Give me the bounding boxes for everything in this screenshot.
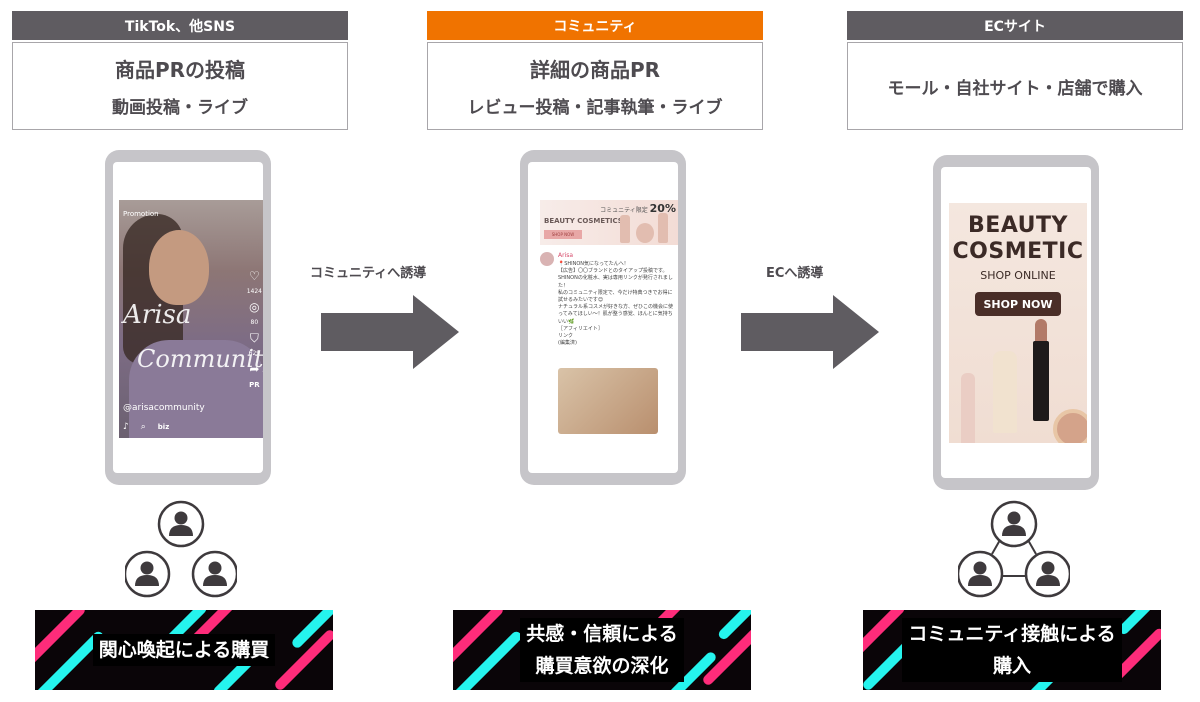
description-subtitle: 動画投稿・ライブ xyxy=(112,98,248,118)
flow-to-community: コミュニティへ誘導 xyxy=(300,255,470,375)
column-community: コミュニティ 詳細の商品PR レビュー投稿・記事執筆・ライブ コミュニティ限定 … xyxy=(427,0,1072,702)
tiktok-video: Promotion Arisa Community ♡ 1424 ◎ 80 ⛉ … xyxy=(119,200,263,438)
people-group-icon xyxy=(123,500,239,600)
comment-icon[interactable]: ◎ xyxy=(249,300,260,314)
banner-title: BEAUTY COSMETICS xyxy=(544,217,623,225)
post-author: Arisa xyxy=(558,252,574,259)
result-banner-ec: コミュニティ接触による 購入 xyxy=(863,610,1161,690)
promotion-label: Promotion xyxy=(123,210,159,218)
shop-now-button[interactable]: SHOP NOW xyxy=(975,292,1061,316)
portrait xyxy=(149,230,209,305)
column-ec: ECサイト モール・自社サイト・店舗で購入 BEAUTY COSMETIC SH… xyxy=(847,0,1187,702)
product-icon xyxy=(1033,341,1049,421)
result-text: 関心喚起による購買 xyxy=(92,634,276,666)
result-text: コミュニティ接触による 購入 xyxy=(902,618,1122,682)
result-banner-community: 共感・信頼による 購買意欲の深化 xyxy=(453,610,751,690)
category-header-sns: TikTok、他SNS xyxy=(12,11,348,40)
flow-to-ec: ECへ誘導 xyxy=(720,255,890,375)
column-sns: TikTok、他SNS 商品PRの投稿 動画投稿・ライブ Promotion A… xyxy=(12,0,352,702)
biz-logo: biz xyxy=(157,423,170,431)
phone-screen: コミュニティ限定 20% BEAUTY COSMETICS SHOP NOW A… xyxy=(528,162,678,473)
ec-headline: BEAUTY COSMETIC xyxy=(952,213,1084,264)
tiktok-side-actions: ♡ 1424 ◎ 80 ⛉ 629 ➦ PR xyxy=(246,269,262,389)
affiliate-link[interactable]: リンク xyxy=(558,333,574,340)
phone-mockup-tiktok: Promotion Arisa Community ♡ 1424 ◎ 80 ⛉ … xyxy=(105,150,271,485)
phone-screen: BEAUTY COSMETIC SHOP ONLINE SHOP NOW xyxy=(941,167,1091,478)
script-text: Community xyxy=(137,345,263,373)
product-icon xyxy=(993,351,1017,433)
share-icon[interactable]: ➦ xyxy=(249,362,260,376)
avatar xyxy=(540,252,554,266)
phone-mockup-community: コミュニティ限定 20% BEAUTY COSMETICS SHOP NOW A… xyxy=(520,150,686,485)
description-text: モール・自社サイト・店舗で購入 xyxy=(887,78,1143,99)
description-box-community: 詳細の商品PR レビュー投稿・記事執筆・ライブ xyxy=(427,42,763,130)
search-icon[interactable]: ⌕ xyxy=(140,422,146,432)
description-box-ec: モール・自社サイト・店舗で購入 xyxy=(847,42,1183,130)
bookmark-icon[interactable]: ⛉ xyxy=(249,331,259,345)
phone-mockup-ec: BEAUTY COSMETIC SHOP ONLINE SHOP NOW xyxy=(933,155,1099,490)
ec-tagline: SHOP ONLINE xyxy=(980,269,1056,282)
tiktok-logo-icon: ♪ xyxy=(123,422,129,432)
phone-screen: Promotion Arisa Community ♡ 1424 ◎ 80 ⛉ … xyxy=(113,162,263,473)
product-icon xyxy=(961,373,975,443)
flow-label: コミュニティへ誘導 xyxy=(310,266,427,281)
arrow-right-icon xyxy=(321,295,459,369)
account-handle: @arisacommunity xyxy=(123,403,205,413)
ec-ad: BEAUTY COSMETIC SHOP ONLINE SHOP NOW xyxy=(949,203,1087,443)
post-body: 📍SHINON気になってたんへ！ 【広告】〇〇ブランドとのタイアップ投稿です。 … xyxy=(558,261,676,347)
tiktok-bottom-bar: ♪ ⌕ biz xyxy=(123,422,169,432)
discount-label: コミュニティ限定 20% xyxy=(600,202,676,215)
description-subtitle: レビュー投稿・記事執筆・ライブ xyxy=(467,98,723,118)
flow-label: ECへ誘導 xyxy=(766,266,824,281)
promo-banner[interactable]: コミュニティ限定 20% BEAUTY COSMETICS SHOP NOW xyxy=(540,200,678,245)
heart-icon[interactable]: ♡ xyxy=(248,269,260,283)
script-text: Arisa xyxy=(123,300,192,330)
arrow-right-icon xyxy=(741,295,879,369)
post-photo xyxy=(558,368,658,434)
result-text: 共感・信頼による 購買意欲の深化 xyxy=(520,618,684,682)
product-icon xyxy=(1053,409,1087,443)
description-box-sns: 商品PRの投稿 動画投稿・ライブ xyxy=(12,42,348,130)
category-header-community: コミュニティ xyxy=(427,11,763,40)
result-banner-sns: 関心喚起による購買 xyxy=(35,610,333,690)
banner-shop-button[interactable]: SHOP NOW xyxy=(544,230,582,239)
category-header-ec: ECサイト xyxy=(847,11,1183,40)
description-title: 商品PRの投稿 xyxy=(114,58,246,82)
description-title: 詳細の商品PR xyxy=(529,58,661,82)
